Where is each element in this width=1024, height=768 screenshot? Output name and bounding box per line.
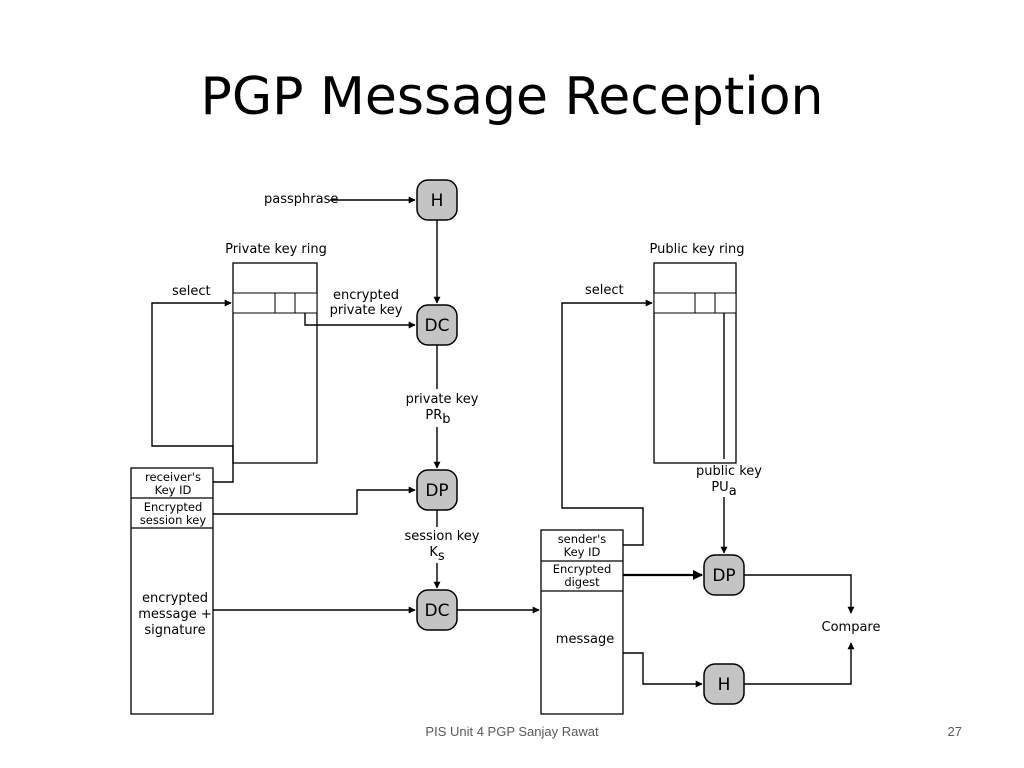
- decrypt-node-private-key: DC: [416, 304, 458, 346]
- arrow-message-to-hash: [623, 652, 703, 688]
- arrow-private-key-ring-to-decrypt: [304, 313, 416, 329]
- received-message-box: [130, 467, 214, 715]
- encrypted-message-line3: signature: [144, 623, 205, 638]
- senders-key-id-line1: sender's: [558, 532, 607, 546]
- hash-node-right-label: H: [718, 675, 731, 695]
- decrypt-node-private-key-label: DC: [425, 316, 450, 336]
- page-number: 27: [947, 724, 962, 739]
- slide-footer: PIS Unit 4 PGP Sanjay Rawat: [425, 724, 599, 739]
- private-key-label: private key: [406, 392, 479, 407]
- arrow-select-public-key: [561, 299, 653, 546]
- public-key-ring-label: Public key ring: [650, 242, 745, 257]
- public-key-ring: Public key ring: [650, 242, 745, 464]
- compare-label: Compare: [822, 620, 881, 635]
- select-label-right: select: [585, 283, 624, 298]
- hash-node-top: H: [416, 179, 458, 221]
- decrypt-node-message: DC: [416, 589, 458, 631]
- select-label-left: select: [172, 284, 211, 299]
- private-key-ring-label: Private key ring: [225, 242, 327, 257]
- private-key-ring: Private key ring: [225, 242, 327, 464]
- session-key-symbol: Ks: [429, 545, 445, 564]
- decrypt-node-digest: DP: [703, 554, 745, 596]
- decrypt-node-message-label: DC: [425, 601, 450, 621]
- encrypted-private-key-label-line2: private key: [330, 303, 403, 318]
- receivers-key-id-line1: receiver's: [145, 470, 201, 484]
- senders-key-id-line2: Key ID: [564, 545, 601, 559]
- encrypted-private-key-label-line1: encrypted: [333, 288, 399, 303]
- private-key-symbol: PRb: [425, 408, 450, 427]
- public-key-label: public key: [696, 464, 762, 479]
- public-key-symbol: PUa: [711, 480, 736, 499]
- encrypted-digest-line2: digest: [564, 575, 600, 589]
- decrypted-message-block: sender's Key ID Encrypted digest message: [540, 529, 624, 715]
- received-message-block: receiver's Key ID Encrypted session key …: [130, 467, 214, 715]
- hash-node-right: H: [703, 663, 745, 705]
- decrypt-node-session-key-label: DP: [425, 481, 448, 501]
- hash-node-top-label: H: [431, 191, 444, 211]
- decrypt-node-session-key: DP: [416, 469, 458, 511]
- receivers-key-id-line2: Key ID: [155, 483, 192, 497]
- encrypted-message-line2: message +: [138, 607, 211, 622]
- passphrase-label: passphrase: [264, 192, 338, 207]
- connectors: [151, 196, 855, 688]
- arrow-select-private-key: [151, 299, 234, 483]
- encrypted-digest-line1: Encrypted: [553, 562, 612, 576]
- message-label: message: [556, 632, 614, 647]
- arrow-dp-to-compare: [744, 574, 855, 614]
- slide-title: PGP Message Reception: [200, 67, 824, 127]
- encrypted-session-key-line2: session key: [140, 513, 207, 527]
- arrow-hash-to-compare: [744, 642, 855, 685]
- encrypted-session-key-line1: Encrypted: [144, 500, 203, 514]
- session-key-label: session key: [404, 529, 479, 544]
- arrow-session-key-to-dp: [213, 486, 416, 515]
- encrypted-message-line1: encrypted: [142, 591, 208, 606]
- decrypt-node-digest-label: DP: [712, 566, 735, 586]
